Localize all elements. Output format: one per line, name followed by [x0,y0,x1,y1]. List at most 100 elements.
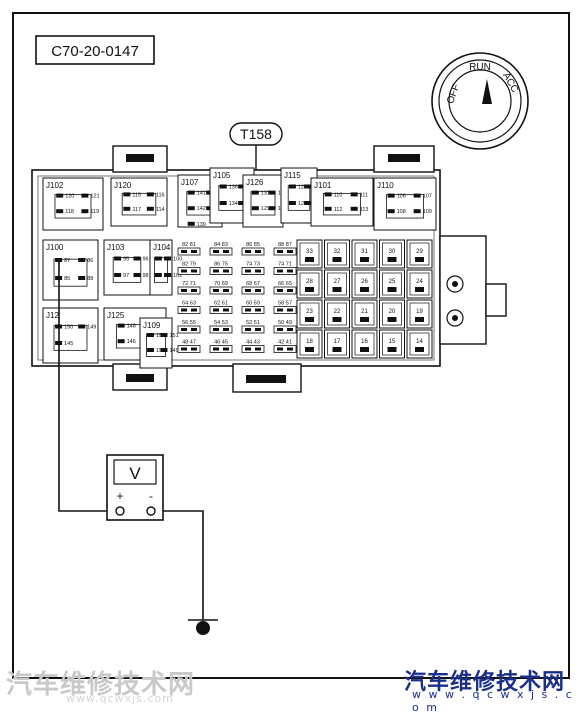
relay-pin-label: 119 [90,209,99,215]
fuse-label: 66 65 [278,281,292,287]
relay-label: J105 [213,171,231,180]
fuse-label: 88 87 [278,242,292,248]
fuse-label: 72 71 [182,281,196,287]
maxi-fuse: 20 [379,299,405,329]
fuse-label: 56 55 [182,320,196,326]
mini-fuse: 44 43 [241,340,265,353]
fuse-label: 74 71 [278,262,292,268]
relay-label: J100 [46,243,64,252]
maxi-fuse-label: 31 [361,249,368,255]
relay-pin-label: 125 [298,201,307,207]
maxi-fuse: 29 [406,239,433,269]
relay-pin-label: 134 [229,201,238,207]
relay-label: J109 [143,321,161,330]
relay-pin-label: 97 [123,273,129,279]
watermark-left-url: www.qcwxjs.com [66,692,174,705]
relay-label: J110 [377,181,394,190]
relay-pin-label: 142 [197,206,206,212]
relay-pin-label: 106 [397,194,406,200]
maxi-fuse-label: 17 [334,339,341,345]
fuse-label: 82 81 [182,242,196,248]
relay-pin-label: 117 [132,207,141,213]
mini-fuse: 88 87 [273,242,297,256]
ignition-key-pointer [482,79,492,104]
relay-label: J104 [153,243,171,252]
mini-fuse: 72 71 [177,281,201,295]
relay-pin-label: 112 [334,207,343,213]
relay-j104: J10499100101102 [149,239,182,296]
relay-pin-label: 111 [360,192,368,198]
maxi-fuse: 24 [406,269,433,299]
relay-pin-label: 120 [65,194,74,200]
mini-fuse: 74 71 [273,262,297,275]
relay-pin-label: 129 [261,206,270,212]
relay-pin-label: 115 [132,192,141,198]
maxi-fuse-label: 16 [361,339,368,345]
maxi-fuse-label: 25 [389,279,396,285]
maxi-fuse-label: 23 [306,309,313,315]
maxi-fuse: 22 [324,299,350,329]
maxi-fuse-label: 27 [334,279,341,285]
relay-label: J115 [284,171,301,180]
relay-j109: J109152151150149 [139,317,179,369]
mini-fuse: 42 41 [273,340,297,353]
voltmeter: V + - [106,454,164,521]
relay-pin-label: 110 [334,192,343,198]
mini-fuse: 66 65 [273,281,297,295]
relay-pin-label: 149 [169,348,178,354]
fuse-label: 84 83 [214,242,228,248]
relay-pin-label: 85 [64,276,70,282]
relay-pin-label: 114 [156,207,165,213]
maxi-fuse: 26 [351,269,378,299]
maxi-fuse-label: 14 [416,339,423,345]
voltmeter-positive: + [116,489,123,503]
mini-fuse: 50 49 [273,320,297,334]
ground-symbol [188,619,218,635]
maxi-fuse-label: 33 [306,249,313,255]
fuse-label: 42 41 [278,340,292,346]
maxi-fuse-label: 28 [306,279,313,285]
negative-probe-wire [151,510,204,620]
relay-label: J107 [181,178,199,187]
relay-pin-label: 149 [87,325,96,331]
maxi-fuse-label: 29 [416,249,423,255]
maxi-fuse-label: 18 [306,339,313,345]
relay-pin-label: 141 [197,191,206,197]
relay-pin-label: 102 [173,273,182,279]
watermark-left: 汽车维修技术网 [6,670,196,700]
fuse-label: 54 53 [214,320,228,326]
relay-pin-label: 131 [261,191,270,197]
mini-fuse: 52 51 [241,320,265,334]
fuse-label: 68 67 [246,281,260,287]
mini-fuse: 64 63 [177,301,201,314]
relay-label: J126 [246,178,264,187]
mini-fuse: 56 55 [177,320,201,334]
voltmeter-negative-terminal [146,506,156,516]
relay-pin-label: 118 [65,209,74,215]
relay-pin-label: 87 [64,258,70,264]
relay-j126: J126131130129128 [242,174,287,228]
fuse-label: 74 73 [246,262,260,268]
relay-pin-label: 95 [123,257,129,263]
maxi-fuse-label: 26 [361,279,368,285]
fuse-label: 62 61 [214,301,228,307]
ignition-run-label: RUN [469,62,491,73]
mini-fuse: 58 57 [273,301,297,314]
fuse-label: 64 63 [182,301,196,307]
positive-probe-wire [58,262,120,512]
relay-pin-label: 116 [156,192,165,198]
relay-label: J101 [314,181,332,190]
mini-fuse: 82 81 [177,242,201,256]
maxi-fuse-label: 32 [334,249,341,255]
relay-pin-label: 139 [197,222,206,228]
relay-pin-label: 151 [169,333,178,339]
mini-fuse: 82 79 [177,262,201,275]
mini-fuse: 74 73 [241,262,265,275]
maxi-fuse: 32 [324,239,350,269]
fuse-label: 52 51 [246,320,260,326]
